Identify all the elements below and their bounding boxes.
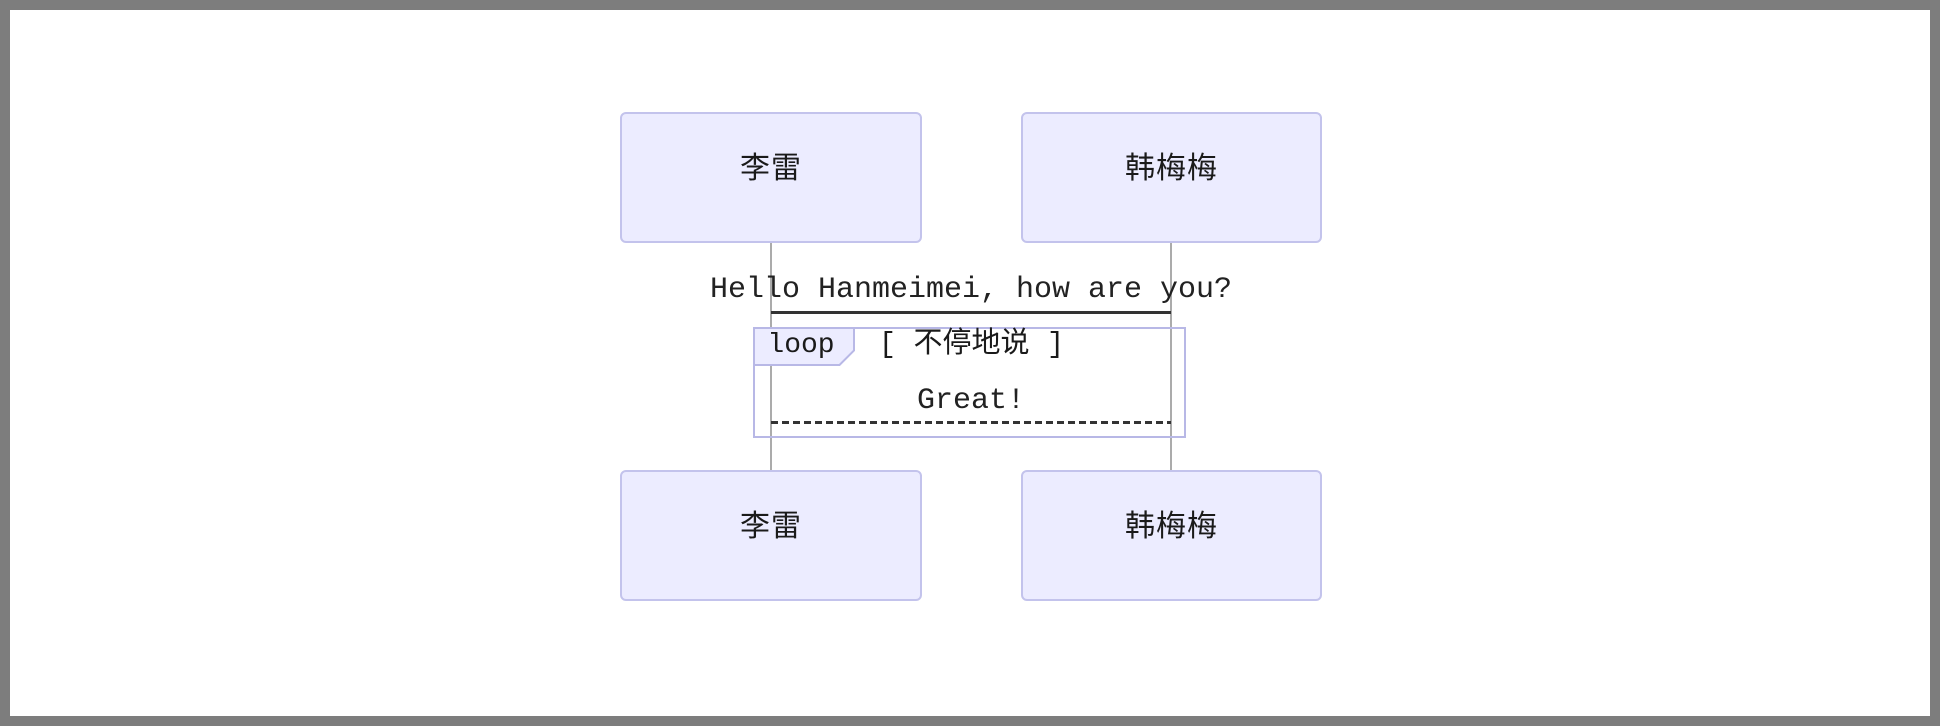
loop-label-tab-shape <box>753 327 855 366</box>
loop-label-text: loop <box>767 330 835 361</box>
actor-box-top-left: 李雷 <box>620 112 922 243</box>
sequence-diagram-canvas: 李雷 韩梅梅 Hello Hanmeimei, how are you? loo… <box>10 10 1930 716</box>
actor-label: 李雷 <box>740 510 802 543</box>
message-line-solid <box>771 311 1171 314</box>
actor-box-top-right: 韩梅梅 <box>1021 112 1322 243</box>
message-text-dashed: Great! <box>916 384 1026 418</box>
loop-frame <box>753 327 1186 438</box>
actor-label: 李雷 <box>740 152 802 185</box>
actor-label: 韩梅梅 <box>1125 510 1218 543</box>
actor-box-bottom-left: 李雷 <box>620 470 922 601</box>
loop-condition-text: [ 不停地说 ] <box>878 328 1065 361</box>
actor-box-bottom-right: 韩梅梅 <box>1021 470 1322 601</box>
message-line-dashed <box>771 421 1171 424</box>
message-text-solid: Hello Hanmeimei, how are you? <box>709 273 1233 307</box>
actor-label: 韩梅梅 <box>1125 152 1218 185</box>
lifeline-right <box>1170 243 1172 470</box>
